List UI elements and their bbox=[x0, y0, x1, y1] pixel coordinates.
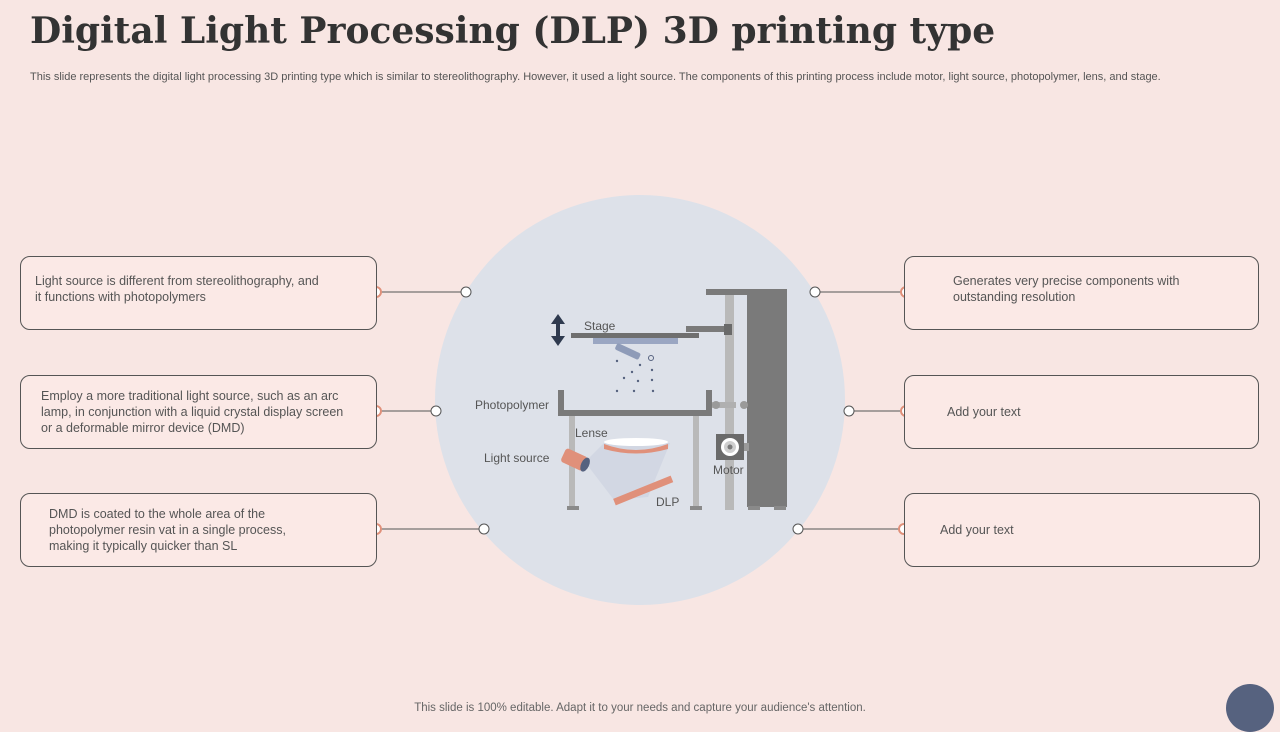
right-box-2: Add your text bbox=[904, 375, 1259, 449]
left-connectors bbox=[376, 291, 484, 530]
photopolymer-vat bbox=[558, 390, 712, 416]
light-source-icon bbox=[561, 448, 590, 472]
center-circle bbox=[435, 195, 845, 605]
right-box-2-text: Add your text bbox=[947, 405, 1021, 419]
stage-arrow-icon bbox=[551, 314, 565, 346]
right-box-1: Generates very precise components with o… bbox=[904, 256, 1259, 330]
dlp-chip bbox=[613, 475, 674, 506]
label-light-source: Light source bbox=[484, 451, 550, 465]
footer-note: This slide is 100% editable. Adapt it to… bbox=[414, 702, 866, 714]
connector-dots-plain bbox=[430, 286, 855, 535]
right-box-3-text: Add your text bbox=[940, 523, 1014, 537]
left-box-2: Employ a more traditional light source, … bbox=[20, 375, 377, 449]
left-box-2-text: Employ a more traditional light source, … bbox=[41, 389, 344, 435]
right-box-1-text: Generates very precise components with o… bbox=[953, 274, 1180, 304]
motor-icon bbox=[716, 434, 749, 460]
right-connectors bbox=[798, 291, 906, 530]
resin-droplets bbox=[615, 359, 655, 393]
label-dlp: DLP bbox=[656, 495, 679, 509]
left-box-1: Light source is different from stereolit… bbox=[20, 256, 377, 330]
label-lense: Lense bbox=[575, 426, 608, 440]
left-box-3: DMD is coated to the whole area of the p… bbox=[20, 493, 377, 567]
printer-machine: Stage Photopolymer Lense Light source Mo… bbox=[475, 289, 787, 510]
stage-arm bbox=[686, 326, 730, 332]
machine-column bbox=[747, 289, 787, 507]
stage-platform bbox=[571, 333, 699, 338]
left-box-1-text: Light source is different from stereolit… bbox=[35, 274, 319, 304]
label-stage: Stage bbox=[584, 319, 616, 333]
label-photopolymer: Photopolymer bbox=[475, 398, 549, 412]
label-motor: Motor bbox=[713, 463, 744, 477]
lens-icon bbox=[604, 438, 668, 454]
corner-badge bbox=[1226, 684, 1274, 732]
right-box-3: Add your text bbox=[904, 493, 1260, 567]
page-subtitle: This slide represents the digital light … bbox=[30, 71, 1161, 83]
page-title: Digital Light Processing (DLP) 3D printi… bbox=[30, 10, 996, 52]
left-box-3-text: DMD is coated to the whole area of the p… bbox=[49, 507, 286, 553]
print-head-icon bbox=[615, 343, 654, 361]
